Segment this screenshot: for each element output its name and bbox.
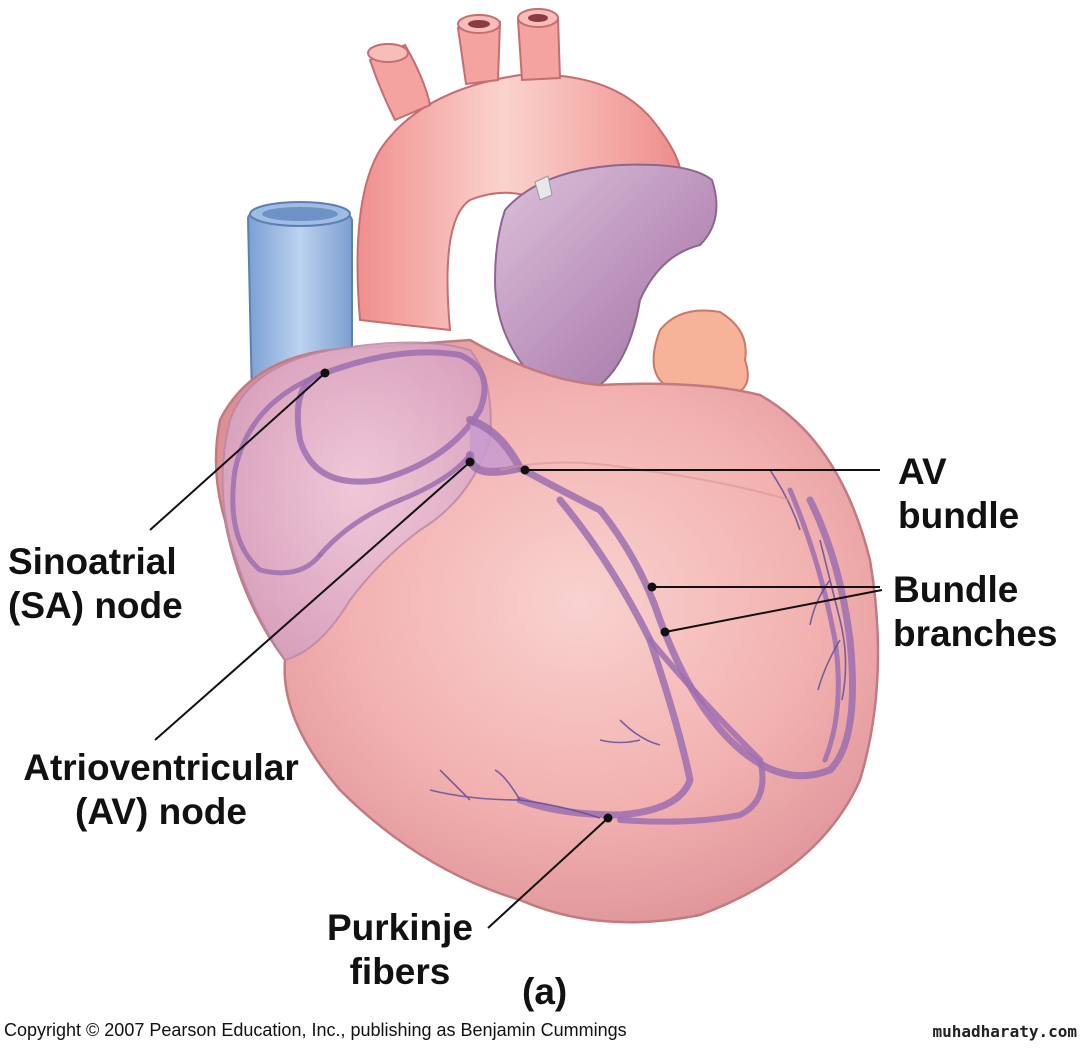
label-av-bundle-line1: AV [898, 451, 947, 492]
panel-label: (a) [522, 971, 568, 1012]
label-bundle-branches: Bundle branches [893, 568, 1058, 656]
label-av-node: Atrioventricular (AV) node [6, 746, 316, 834]
pulmonary-trunk [493, 163, 718, 386]
leader-sa-node [149, 372, 326, 531]
leader-av-node [154, 461, 471, 741]
label-sa-node-line2: (SA) node [8, 585, 183, 626]
label-bundle-branches-line2: branches [893, 613, 1058, 654]
leader-lines [149, 372, 883, 929]
label-purkinje-line1: Purkinje [327, 907, 473, 948]
copyright-notice: Copyright © 2007 Pearson Education, Inc.… [4, 1020, 627, 1040]
label-purkinje-line2: fibers [349, 951, 451, 992]
leader-bundle-branch-2 [664, 589, 883, 633]
label-av-node-line2: (AV) node [75, 791, 247, 832]
label-sa-node-line1: Sinoatrial [8, 541, 177, 582]
leader-dots [320, 368, 670, 823]
label-av-node-line1: Atrioventricular [23, 747, 299, 788]
label-av-bundle-line2: bundle [898, 495, 1020, 536]
watermark: muhadharaty.com [932, 1022, 1078, 1041]
label-bundle-branches-line1: Bundle [893, 569, 1019, 610]
left-auricle [652, 309, 749, 397]
right-atrium [221, 341, 492, 662]
leader-purkinje [487, 817, 609, 929]
aortic-arch [356, 8, 684, 332]
label-purkinje: Purkinje fibers [315, 906, 485, 994]
label-av-bundle: AV bundle [898, 450, 1019, 538]
label-sa-node: Sinoatrial (SA) node [8, 540, 183, 628]
conduction-system [230, 349, 856, 825]
